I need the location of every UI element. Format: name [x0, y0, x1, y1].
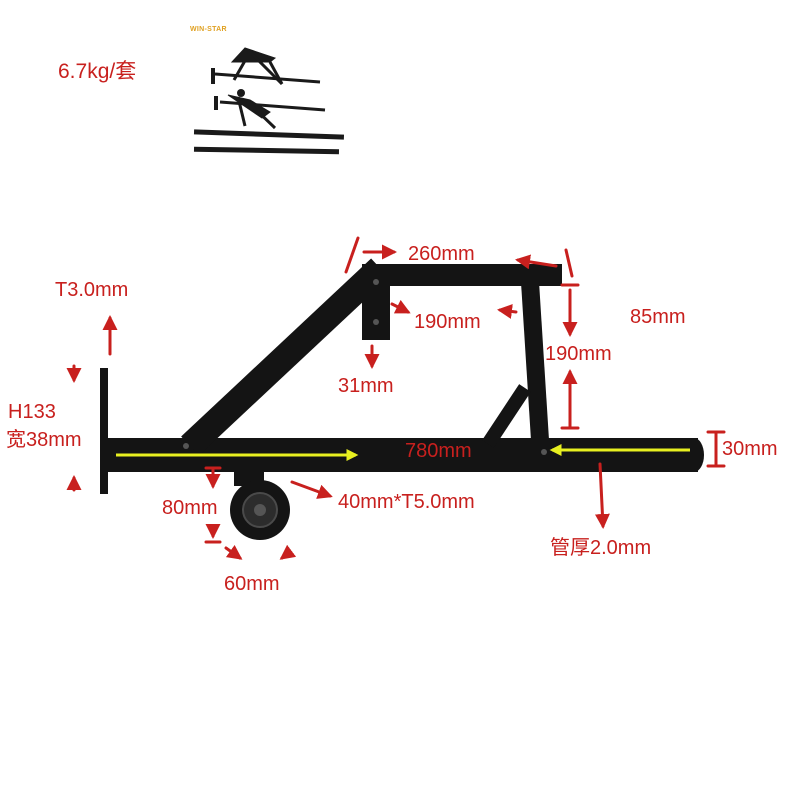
thumbnail-bracket-top: [211, 47, 321, 86]
flat-bar-label: 40mm*T5.0mm: [338, 491, 475, 513]
tube-wall-label: 管厚2.0mm: [550, 536, 651, 559]
rear-brace: [482, 384, 531, 448]
plate-thickness-label: T3.0mm: [55, 279, 128, 301]
brand-logo: WIN-STAR: [190, 26, 227, 33]
vertical-support: [521, 281, 549, 441]
frame-bolt: [183, 443, 189, 449]
top-width-label: 260mm: [408, 243, 475, 265]
inner-width-label: 190mm: [414, 311, 481, 333]
weight-label: 6.7kg/套: [58, 60, 136, 83]
top-plate: [362, 264, 562, 286]
parts-thumbnail: [193, 47, 345, 155]
tube-end-cap: [684, 438, 704, 472]
top-plate-gusset: [362, 270, 390, 340]
plate-height-label: H133: [8, 401, 56, 423]
frame-bolt: [373, 279, 379, 285]
thumbnail-bracket-bottom: [214, 89, 326, 130]
inner-height-label: 190mm: [545, 343, 612, 365]
wall-plate: [100, 368, 108, 494]
pulley-wheel: [230, 466, 290, 540]
frame-bolt: [541, 449, 547, 455]
pullup-bar-frame: [100, 258, 704, 540]
thumbnail-flat-bar-1: [193, 129, 345, 140]
plate-width-label: 宽38mm: [6, 428, 82, 451]
annotation-labels: 6.7kg/套 260mm 85mm 190mm 190mm 31mm T3.0…: [6, 60, 778, 595]
side-height-label: 85mm: [630, 306, 686, 328]
diagonal-brace: [181, 258, 389, 456]
tube-diameter-label: 30mm: [722, 438, 778, 460]
bar-length-measure: [116, 444, 690, 461]
bar-length-label: 780mm: [405, 440, 472, 462]
dimension-arrows: [66, 236, 726, 560]
plate-hole-label: 31mm: [338, 375, 394, 397]
frame-bolt: [373, 319, 379, 325]
pulley-width-label: 60mm: [224, 573, 280, 595]
pulley-height-label: 80mm: [162, 497, 218, 519]
thumbnail-flat-bar-2: [193, 146, 340, 155]
